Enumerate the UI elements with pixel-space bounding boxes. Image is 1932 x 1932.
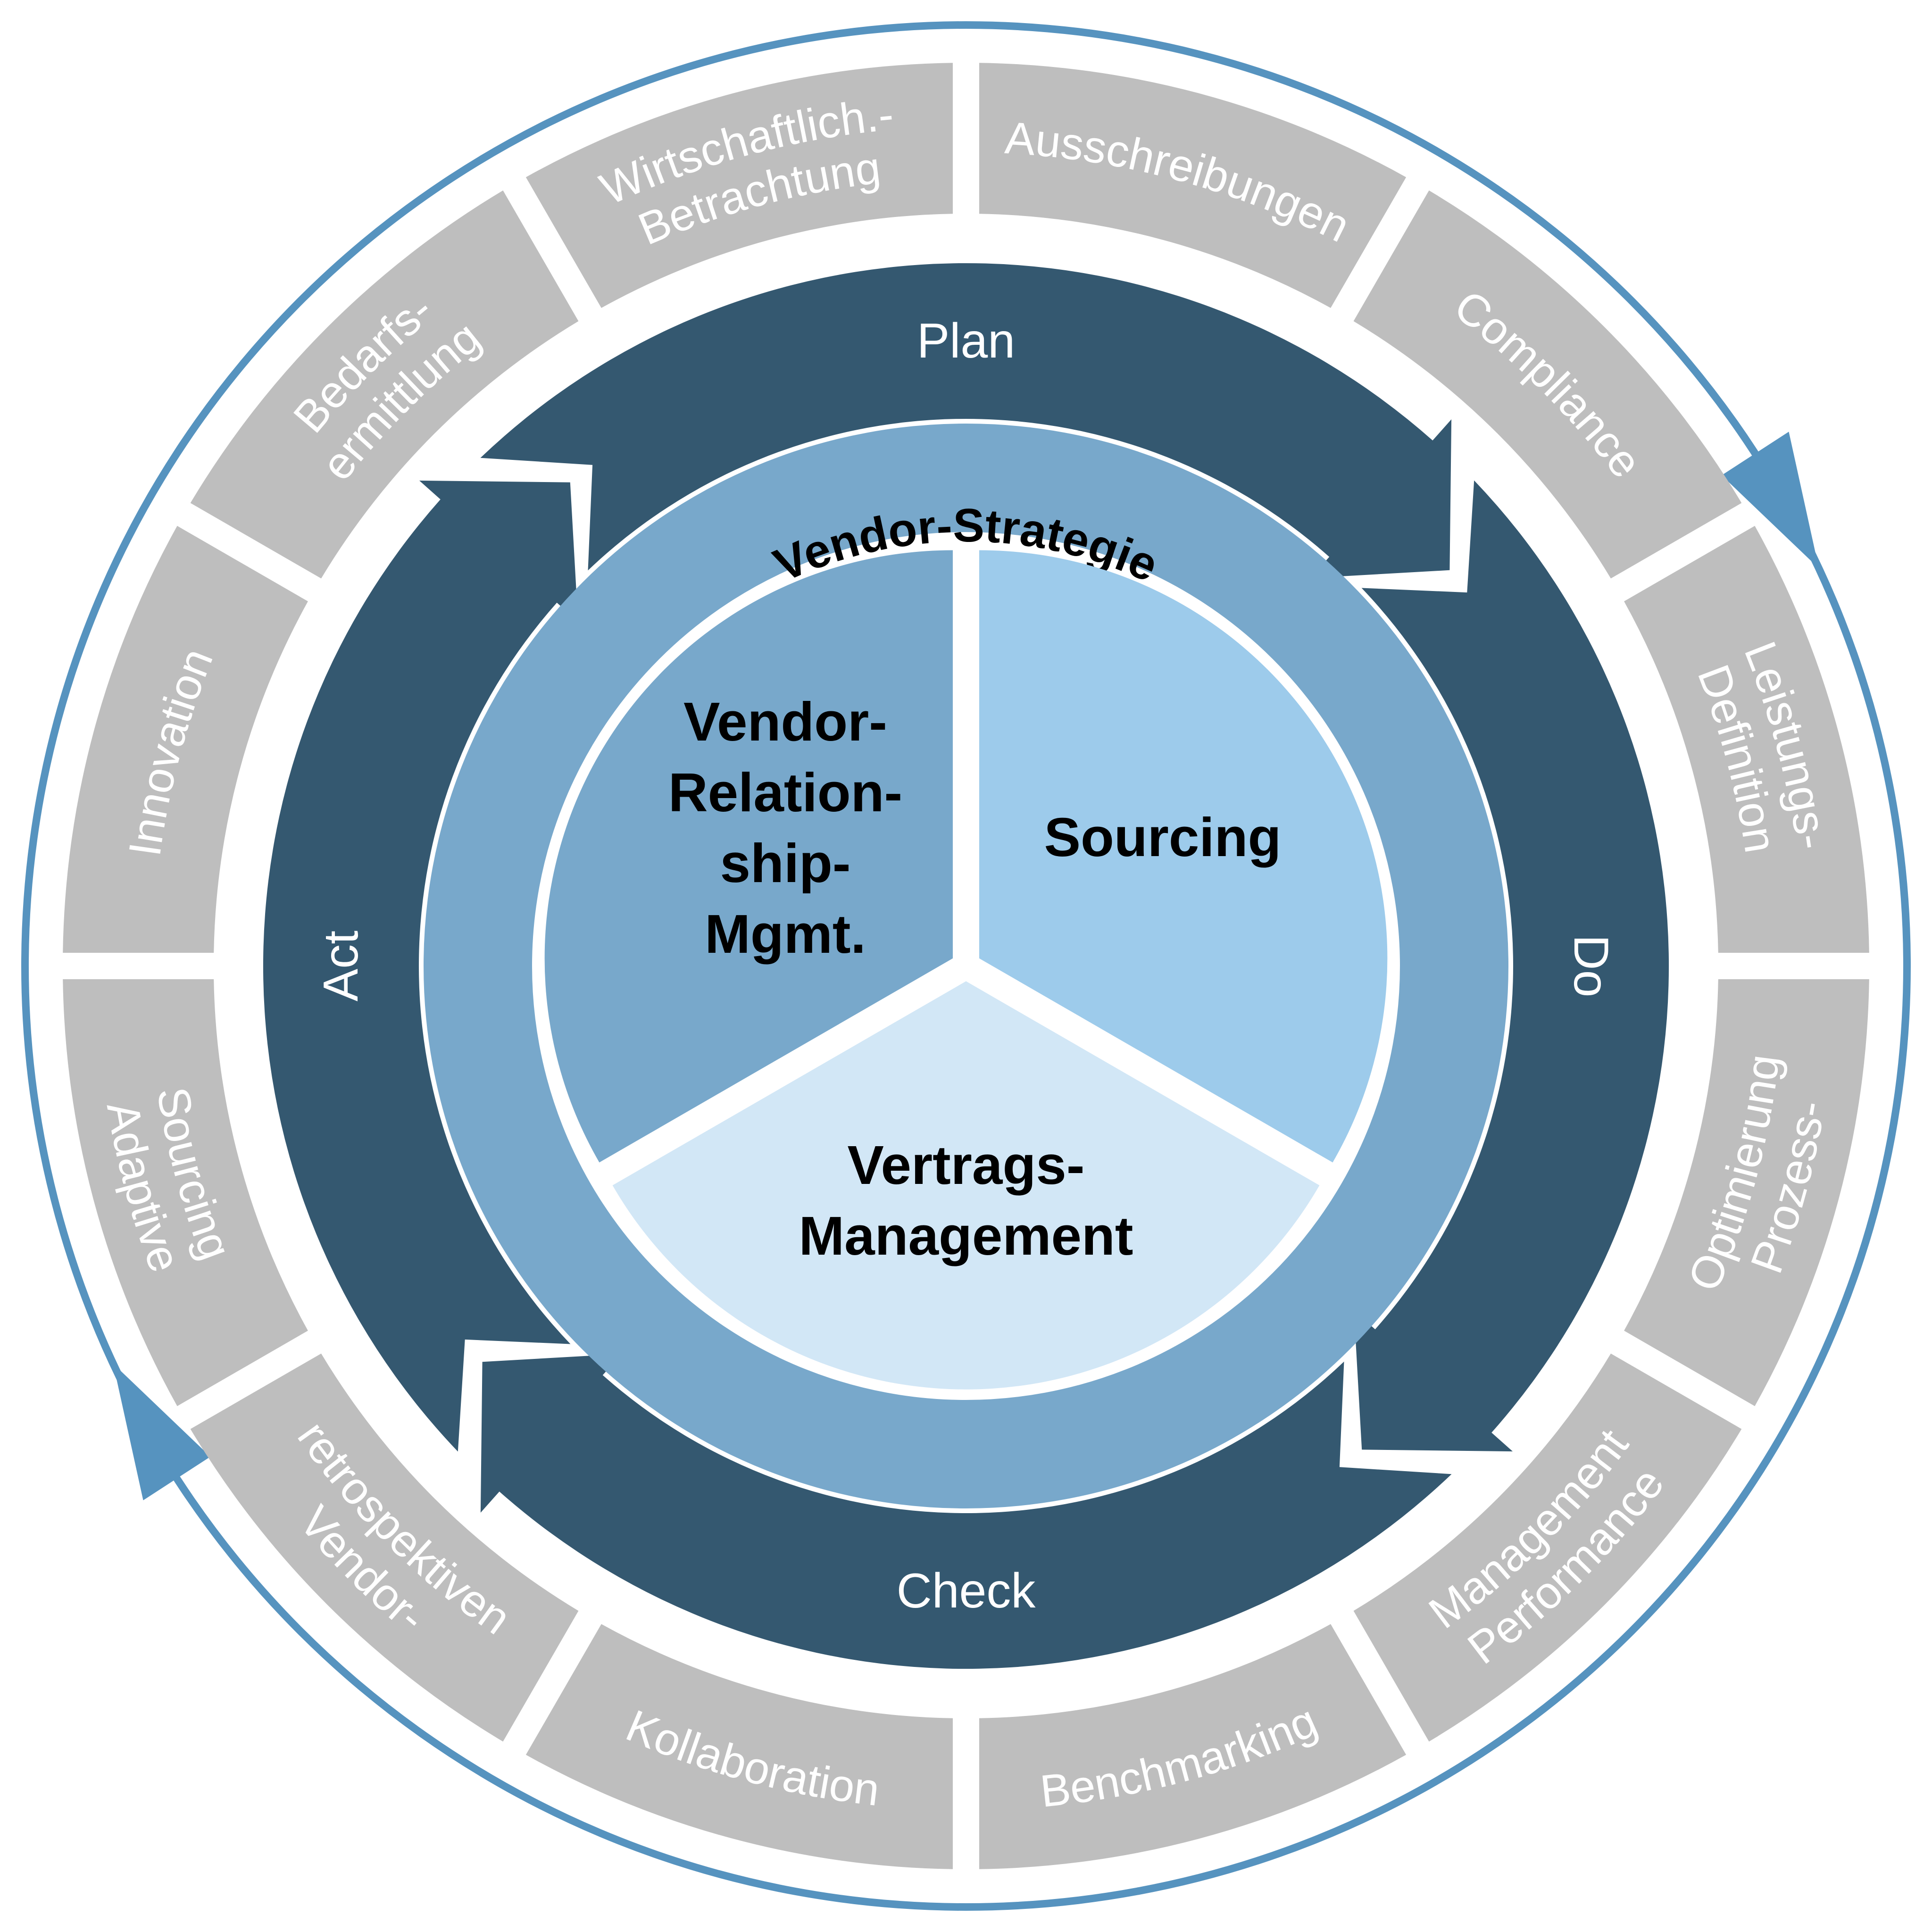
pie-slice-shape — [979, 550, 1388, 1163]
pie-slice-vendor-relationship: Vendor- Relation-ship- Mgmt. — [544, 550, 953, 1163]
pdca-arrow-shape — [480, 263, 1452, 578]
segment-shape — [1624, 979, 1869, 1407]
pie-slice-label: Sourcing — [1044, 807, 1282, 868]
segment-shape — [63, 525, 308, 953]
segment-shape — [1353, 1353, 1742, 1742]
segment-shape — [190, 190, 579, 579]
pie-slice-label: Vendor- — [683, 691, 887, 752]
pie-slice-vertrags: Vertrags- Management — [612, 981, 1320, 1390]
segment-shape — [190, 1353, 579, 1742]
pdca-arrow-shape — [1354, 480, 1669, 1452]
pdca-label: Plan — [917, 314, 1015, 368]
pie-slice-shape — [612, 981, 1320, 1390]
outer-cycle-ring — [21, 21, 1911, 1911]
segment: Leistungs-Definition — [1624, 525, 1869, 953]
cycle-arrowhead-icon — [113, 1364, 211, 1500]
segment-shape — [979, 1624, 1407, 1869]
pdca-arrow-shape — [480, 1354, 1452, 1669]
pie-slice-label: Management — [799, 1205, 1133, 1266]
segment: Benchmarking — [979, 1624, 1407, 1869]
pdca-label: Check — [897, 1564, 1036, 1618]
pie-slice-label: Mgmt. — [705, 903, 866, 965]
segment-shape — [1353, 190, 1742, 579]
segment: Wirtschaftlich.-Betrachtung — [525, 63, 953, 308]
strategy-ring-shape — [424, 424, 1508, 1508]
core-pie: Vendor- Relation-ship- Mgmt. SourcingVertra… — [544, 550, 1388, 1390]
segment-shape — [525, 1624, 953, 1869]
pdca-phase-plan: Plan — [480, 263, 1452, 578]
pdca-phase-do: Do — [1354, 480, 1669, 1452]
pie-slice-shape — [544, 550, 953, 1163]
segment-shape — [1624, 525, 1869, 953]
pie-slice-label: Relation- — [668, 762, 902, 823]
pie-slice-sourcing: Sourcing — [979, 550, 1388, 1163]
pdca-phase-act: Act — [263, 480, 578, 1452]
pdca-phase-check: Check — [480, 1354, 1452, 1669]
cycle-arrowhead-icon — [1721, 432, 1819, 568]
pdca-arrow-shape — [263, 480, 578, 1452]
outer-cycle-circle — [21, 21, 1911, 1911]
pdca-label: Do — [1564, 935, 1618, 998]
segment-shape — [525, 63, 953, 308]
segment-shape — [979, 63, 1407, 308]
pie-slice-label: ship- — [720, 833, 850, 894]
segment-shape — [63, 979, 308, 1407]
pie-slice-label: Vertrags- — [848, 1134, 1085, 1196]
pdca-label: Act — [314, 931, 368, 1001]
segment: Innovation — [63, 525, 308, 953]
segment: Kollaboration — [525, 1624, 953, 1869]
